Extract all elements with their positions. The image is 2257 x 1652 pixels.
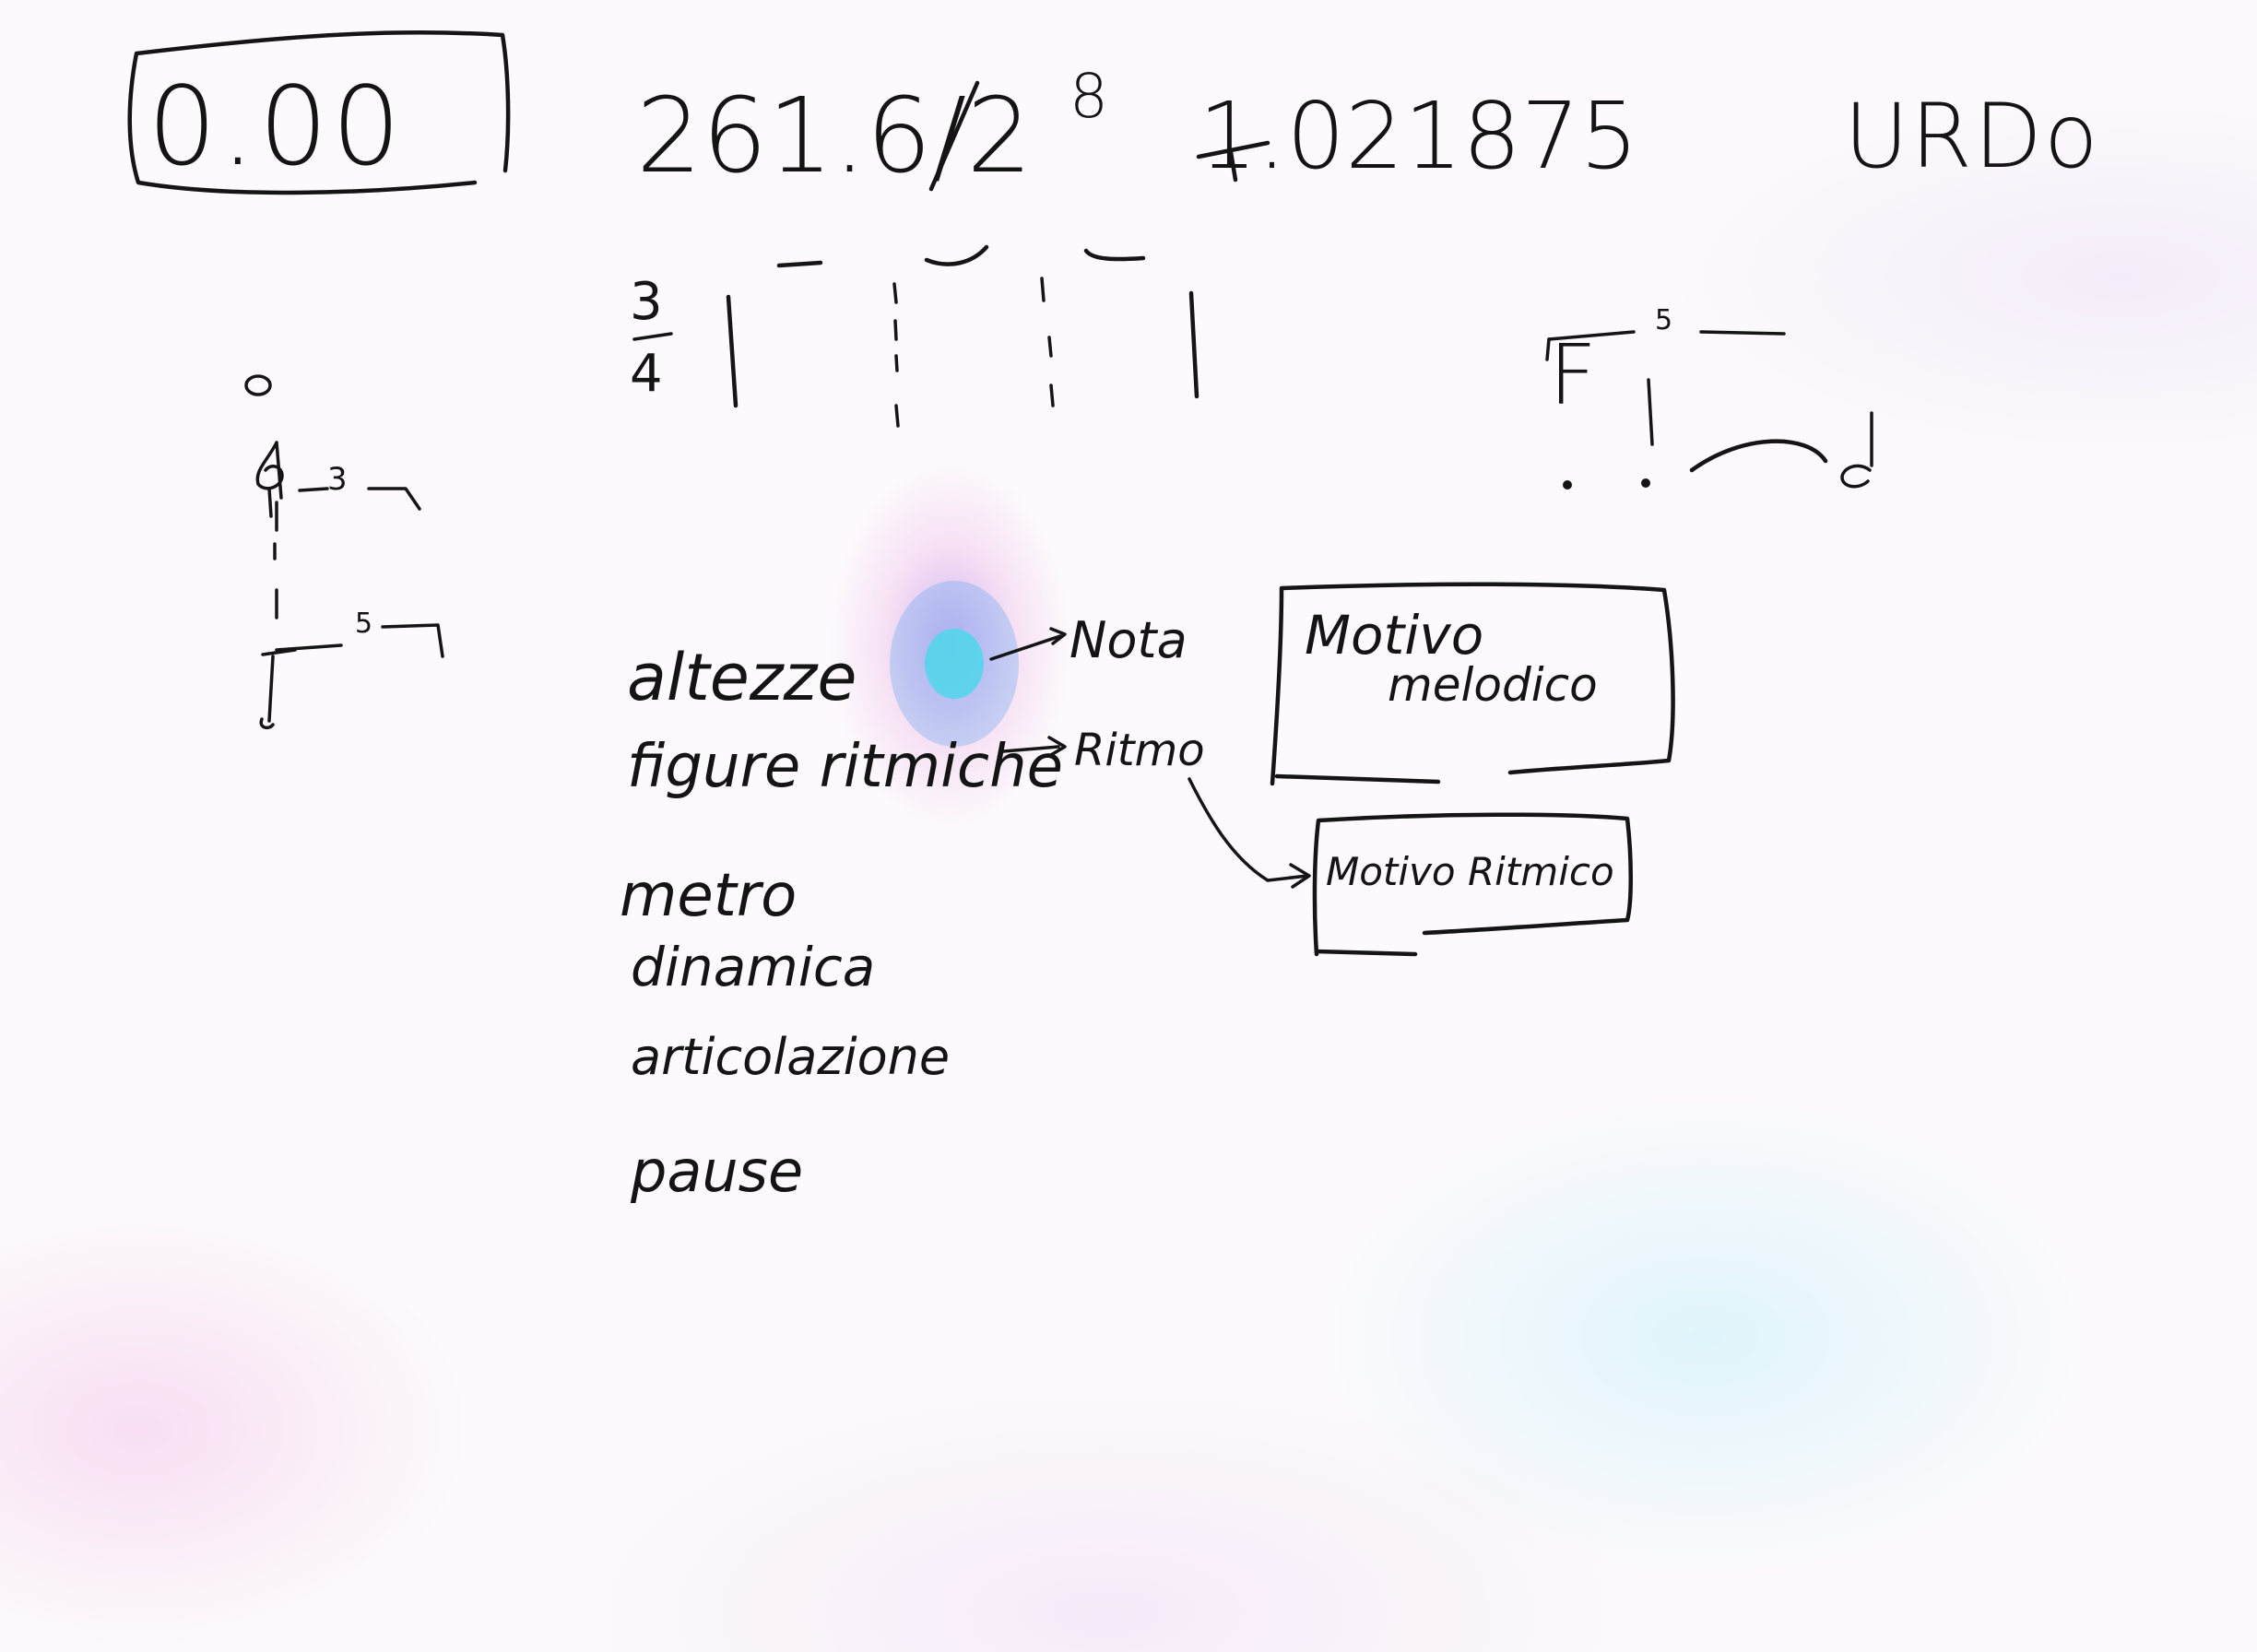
beat-mark-3 (1083, 248, 1146, 262)
arrow-ritmo-motivo (1188, 777, 1311, 889)
motivo-ritmico-box (1312, 812, 1633, 957)
dynamic-marking: F (1549, 327, 1597, 424)
beat-dash-1 (892, 282, 900, 428)
motivo-ritmico-label: Motivo Ritmico (1326, 849, 1614, 894)
formula-exponent: 8 (1069, 61, 1108, 132)
tuplet-bracket-bottom (275, 623, 444, 658)
element-pause: pause (631, 1138, 804, 1205)
tuplet-number-top: 3 (327, 461, 348, 498)
formula-result: 1.021875 (1199, 82, 1639, 190)
time-signature-numerator: 3 (630, 272, 663, 332)
right-tuplet-number: 5 (1655, 304, 1673, 336)
formula-slash (928, 80, 980, 192)
barline-start (726, 294, 739, 408)
right-stem (1647, 378, 1654, 446)
beat-mark-2 (924, 244, 989, 266)
quarter-note-stem (267, 487, 278, 620)
tuplet-bracket-top (298, 487, 421, 511)
formula-arrow (1196, 140, 1270, 183)
time-signature-denominator: 4 (630, 344, 663, 404)
cyan-smudge (925, 629, 984, 699)
motivo-melodico-label-line1: Motivo (1305, 604, 1484, 667)
fraction-line (632, 332, 673, 341)
half-note-icon (255, 441, 284, 500)
formula-base: 261.6/2 (636, 77, 1033, 196)
cyan-glow (890, 581, 1019, 747)
element-altezze: altezze (627, 640, 857, 715)
board-label: URDo (1844, 85, 2100, 188)
right-half-note (1840, 411, 1873, 489)
element-dinamica: dinamica (631, 936, 876, 998)
mapping-ritmo: Ritmo (1074, 725, 1205, 776)
arrow-altezze-nota (989, 627, 1067, 661)
right-bracket-left (1545, 337, 1551, 361)
element-metro: metro (620, 862, 798, 930)
motivo-melodico-box (1270, 582, 1675, 786)
motivo-melodico-label-line2: melodico (1388, 658, 1598, 712)
counter-value: 0.00 (148, 63, 405, 190)
eighth-note-icon (259, 648, 297, 730)
arrow-figure-ritmo (1001, 736, 1067, 758)
counter-box (127, 30, 511, 195)
barline-end (1188, 290, 1199, 399)
right-bracket (1547, 330, 1786, 341)
tuplet-number-bottom: 5 (355, 608, 373, 640)
beat-mark-1 (776, 260, 823, 268)
right-dot-2 (1641, 478, 1650, 488)
mapping-nota: Nota (1069, 611, 1188, 669)
element-articolazione: articolazione (631, 1028, 951, 1086)
right-slur (1689, 439, 1828, 473)
beat-dash-2 (1040, 277, 1055, 407)
element-figure-ritmiche: figure ritmiche (627, 733, 1063, 801)
whole-note-icon (244, 374, 272, 396)
right-dot-1 (1563, 480, 1572, 490)
